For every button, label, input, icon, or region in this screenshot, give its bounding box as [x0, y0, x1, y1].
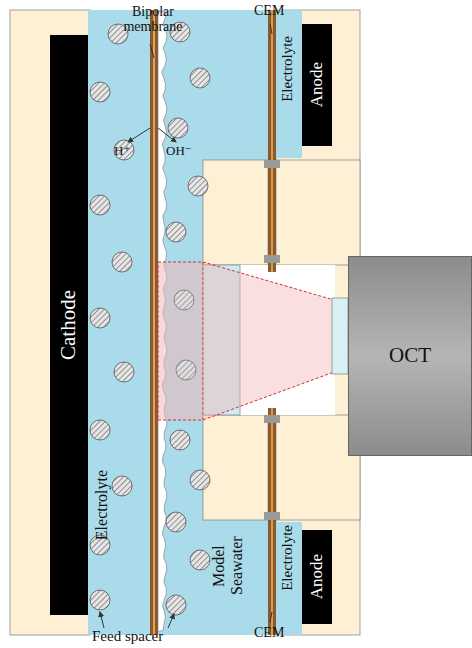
- cem-label: CEM: [254, 625, 284, 640]
- ion-label: H⁺: [114, 144, 130, 158]
- feed-spacer: [190, 550, 210, 570]
- leader-line: [270, 24, 272, 34]
- anode-electrode: Anode: [302, 24, 332, 146]
- feed-spacer: [90, 195, 110, 215]
- electrolyte-label: Electrolyte: [279, 525, 296, 591]
- cem-membrane: [271, 10, 273, 272]
- feed-spacer: [168, 118, 188, 138]
- electrolyte-label: Electrolyte: [279, 36, 296, 102]
- cem-membrane: [268, 408, 276, 635]
- cem-label: CEM: [254, 3, 284, 18]
- housing: [10, 10, 90, 635]
- feed-spacer: [190, 68, 210, 88]
- electrode-label: OCT: [389, 344, 431, 367]
- gasket: [264, 415, 280, 423]
- oct-scan-area: [158, 262, 203, 420]
- feed-spacer: [166, 222, 186, 242]
- electrolyte-label: Electrolyte: [93, 470, 111, 540]
- hydroxide-arrow: [158, 128, 176, 142]
- feed-spacer: [176, 360, 196, 380]
- seawater-label: Model Seawater: [210, 530, 245, 602]
- leader-line: [168, 614, 174, 628]
- spacer-label: Feed spacer: [92, 628, 163, 645]
- leader-line: [270, 612, 272, 622]
- feed-spacer: [114, 140, 134, 160]
- feed-spacer: [166, 512, 186, 532]
- electrolyte-channel: [88, 10, 152, 635]
- proton-arrow: [128, 128, 150, 142]
- housing-block: [203, 415, 268, 520]
- feed-spacer: [112, 252, 132, 272]
- membrane-label: Bipolar membrane: [108, 4, 198, 35]
- oct-lens: [332, 298, 348, 374]
- feed-spacer: [170, 430, 190, 450]
- electrode-label: Anode: [308, 554, 327, 599]
- housing-block: [203, 160, 268, 265]
- ion-label: OH⁻: [166, 144, 192, 158]
- feed-spacer: [190, 470, 210, 490]
- feed-spacer: [90, 82, 110, 102]
- feed-spacer: [112, 476, 132, 496]
- leader-line: [100, 612, 104, 628]
- bipolar-membrane: [150, 10, 158, 635]
- anode-electrode: Anode: [302, 530, 332, 624]
- leader-line: [150, 44, 154, 58]
- gasket: [264, 160, 280, 168]
- housing-block: [276, 160, 360, 265]
- feed-spacer: [174, 290, 194, 310]
- electrolyte-channel: [276, 10, 302, 158]
- electrode-label: Cathode: [57, 290, 80, 360]
- feed-spacer: [90, 590, 110, 610]
- oct-beam-edge: [203, 372, 334, 420]
- feed-spacer: [114, 362, 134, 382]
- gasket: [264, 255, 280, 263]
- cem-membrane: [271, 408, 273, 635]
- oct-beam-edge: [203, 262, 334, 300]
- feed-spacer: [90, 420, 110, 440]
- feed-spacer: [90, 308, 110, 328]
- oct-beam: [203, 262, 334, 420]
- cathode-electrode: Cathode: [50, 35, 88, 615]
- electrolyte-channel: [276, 522, 302, 635]
- feed-spacers: [90, 22, 210, 615]
- cem-membrane: [268, 10, 276, 272]
- feed-spacer: [188, 176, 208, 196]
- feed-spacer: [166, 595, 186, 615]
- bipolar-membrane: [153, 10, 155, 635]
- electrode-label: Anode: [308, 62, 327, 107]
- gasket: [264, 512, 280, 520]
- oct-device: OCT: [348, 256, 472, 456]
